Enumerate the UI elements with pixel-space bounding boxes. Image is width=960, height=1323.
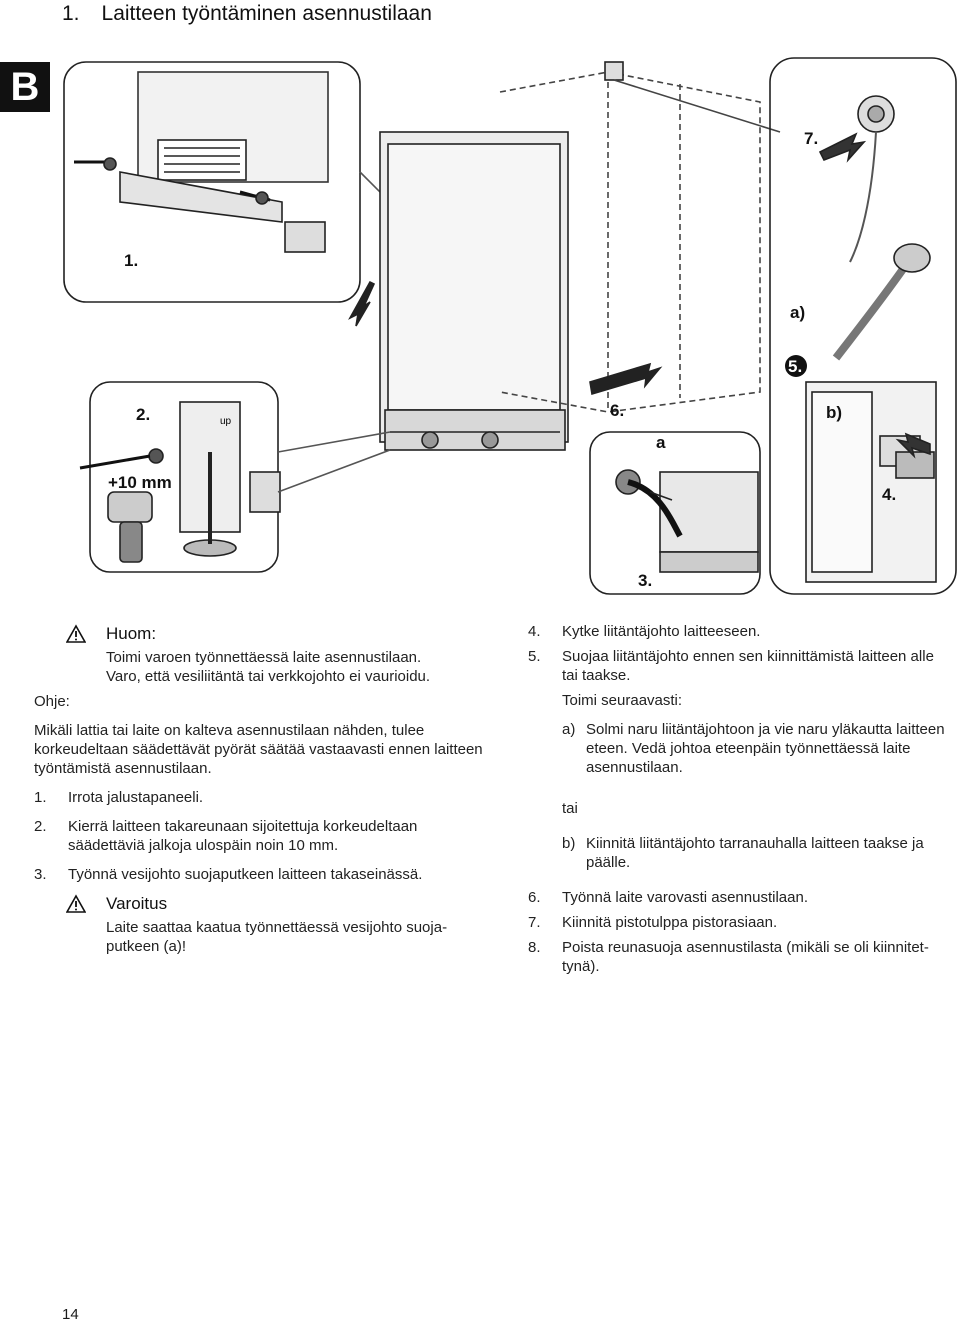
label-step-5: 5. (788, 357, 802, 376)
detail-box-plinth (63, 61, 361, 303)
heading-title: Laitteen työntäminen asennustilaan (101, 2, 432, 25)
label-sub-b: b) (826, 403, 842, 422)
warning-triangle-icon (66, 894, 86, 913)
installation-illustration: 1. 2. +10 mm up 3. 6. a 7. a) 5. b) 4. (60, 52, 960, 600)
section-tab: B (0, 62, 50, 112)
left-column: Huom: Toimi varoen työnnettäessä laite a… (34, 624, 492, 956)
list-item: 2. Kierrä laitteen takareunaan sijoitett… (34, 818, 418, 854)
list-item: 8. Poista reunasuoja asennustilasta (mik… (528, 939, 929, 975)
detail-box-water-pipe (589, 431, 761, 595)
label-up: up (220, 416, 232, 427)
page-number: 14 (62, 1306, 79, 1323)
caution-line-2: Varo, että vesiliitäntä tai verkkojohto … (106, 668, 431, 685)
warning-text: Laite saattaa kaatua työnnettäessä vesij… (106, 919, 448, 955)
label-step-4: 4. (882, 485, 896, 504)
detail-box-power-cord (769, 57, 957, 595)
list-item: 1. Irrota jalustapaneeli. (34, 789, 204, 806)
option-a: a) Solmi naru liitäntäjohtoon ja vie nar… (562, 721, 945, 776)
list-item: 4. Kytke liitäntäjohto laitteeseen. (528, 623, 761, 640)
note-text: Mikäli lattia tai laite on kalteva asenn… (34, 722, 483, 777)
list-item: 6. Työnnä laite varovasti asennustilaan. (528, 889, 808, 906)
caution-block: Huom: Toimi varoen työnnettäessä laite a… (62, 624, 492, 686)
label-step-1: 1. (124, 251, 138, 270)
label-step-3: 3. (638, 571, 652, 590)
label-mark-a: a (656, 433, 666, 452)
note-label: Ohje: (34, 693, 70, 710)
illustration-svg: 1. 2. +10 mm up 3. 6. a 7. a) 5. b) 4. (63, 57, 957, 595)
or-text: tai (562, 800, 578, 817)
option-b: b) Kiinnitä liitäntäjohto tarranauhalla … (562, 835, 924, 871)
list-item: 3. Työnnä vesijohto suojaputkeen laittee… (34, 866, 423, 883)
page-heading: 1. Laitteen työntäminen asennustilaan (62, 2, 432, 26)
label-step-2: 2. (136, 405, 150, 424)
warning-block: Varoitus Laite saattaa kaatua työnnettäe… (62, 894, 492, 956)
label-sub-a: a) (790, 303, 805, 322)
label-step-7: 7. (804, 129, 818, 148)
warning-triangle-icon (66, 624, 86, 643)
heading-number: 1. (62, 2, 80, 25)
caution-title: Huom: (106, 624, 157, 643)
step-5-badge (785, 355, 807, 377)
right-column: 4. Kytke liitäntäjohto laitteeseen. 5. S… (528, 622, 948, 986)
label-step-6: 6. (610, 401, 624, 420)
list-item: 7. Kiinnitä pistotulppa pistorasiaan. (528, 914, 778, 931)
caution-line-1: Toimi varoen työnnettäessä laite asennus… (106, 649, 422, 666)
label-height-adjust: +10 mm (108, 473, 172, 492)
warning-title: Varoitus (106, 894, 168, 913)
procedure-intro: Toimi seuraavasti: (562, 692, 683, 709)
list-item: 5. Suojaa liitäntäjohto ennen sen kiinni… (528, 648, 934, 684)
